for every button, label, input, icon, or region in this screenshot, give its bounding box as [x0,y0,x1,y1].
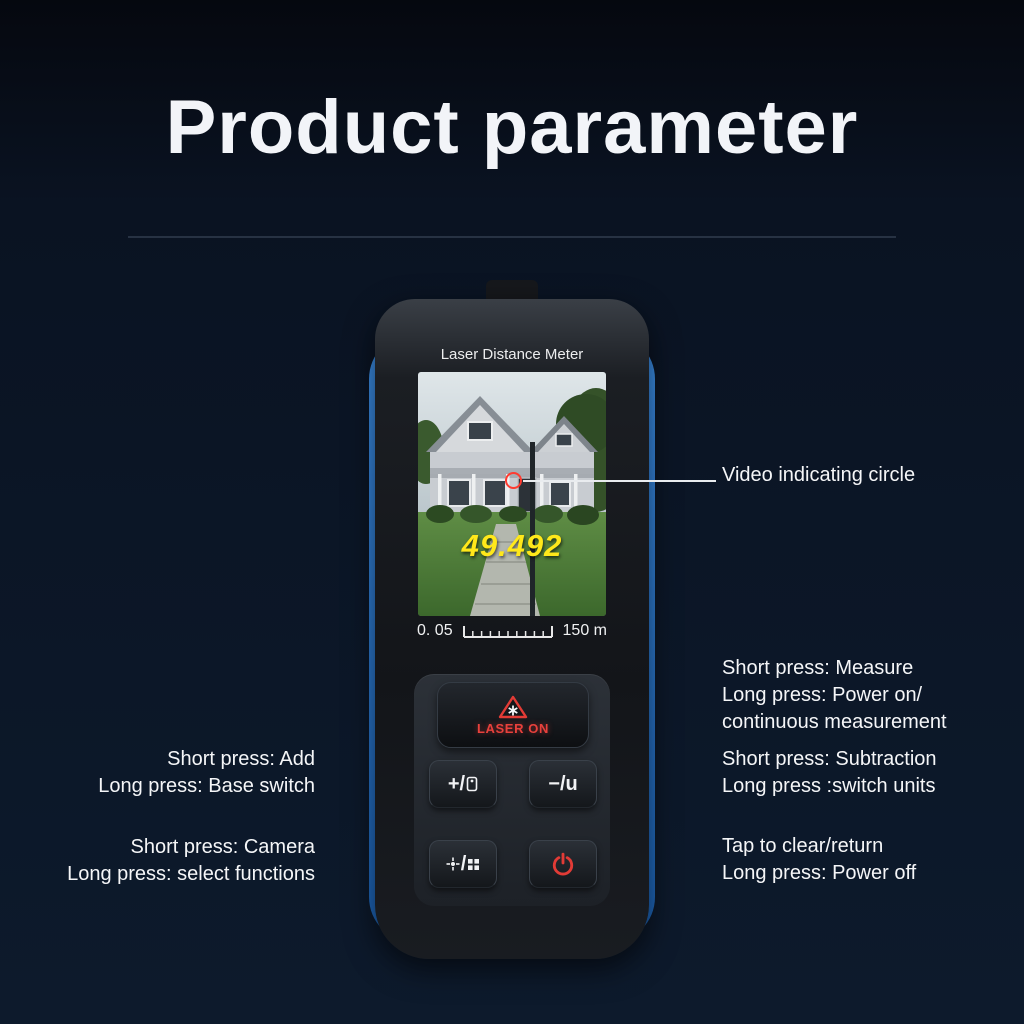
screen-title: Laser Distance Meter [440,346,584,363]
rangefinder-icon [466,776,478,792]
callout-power: Tap to clear/return Long press: Power of… [722,833,916,887]
scale-min-label: 0. 05 [417,622,453,639]
page-title: Product parameter [165,85,859,170]
add-button-label: +/ [447,772,466,795]
callout-line: Short press: Subtraction [722,748,937,770]
callout-connector-line [523,480,716,482]
laser-on-label: LASER ON [477,720,549,736]
subtract-units-button: −/u [529,760,597,808]
scale-max-label: 150 m [562,622,607,639]
house-photo [418,372,606,616]
measurement-readout: 49.492 [461,528,563,563]
title-divider [128,236,896,238]
video-indicating-circle-icon [505,472,522,489]
callout-line: Long press: select functions [67,863,315,885]
camera-button-separator: / [460,852,467,875]
crosshair-icon [446,857,460,871]
callout-line: Long press: Base switch [98,775,315,797]
add-base-button: +/ [429,760,497,808]
callout-camera: Short press: Camera Long press: select f… [30,834,315,888]
laser-triangle-icon [498,695,528,718]
device-screen [418,372,606,616]
power-clear-button [529,840,597,888]
callout-video-circle: Video indicating circle [722,462,915,489]
scale-ruler-icon [462,626,553,638]
range-scale: 0. 05 150 m [417,622,607,640]
callout-line: Video indicating circle [722,464,916,486]
callout-line: Tap to clear/return [722,835,884,857]
laser-on-button: LASER ON [437,682,589,748]
callout-subtraction: Short press: Subtraction Long press :swi… [722,746,937,800]
callout-line: Long press :switch units [722,775,936,797]
callout-measure: Short press: Measure Long press: Power o… [722,655,947,736]
callout-line: Short press: Add [167,748,315,770]
callout-add: Short press: Add Long press: Base switch [30,746,315,800]
callout-line: continuous measurement [722,711,947,733]
callout-line: Short press: Camera [130,836,315,858]
power-icon [552,852,574,876]
callout-line: Short press: Measure [722,657,914,679]
callout-line: Long press: Power on/ [722,684,923,706]
subtract-button-label: −/u [548,772,578,795]
callout-line: Long press: Power off [722,862,917,884]
grid-icon [468,858,480,870]
camera-function-button: / [429,840,497,888]
